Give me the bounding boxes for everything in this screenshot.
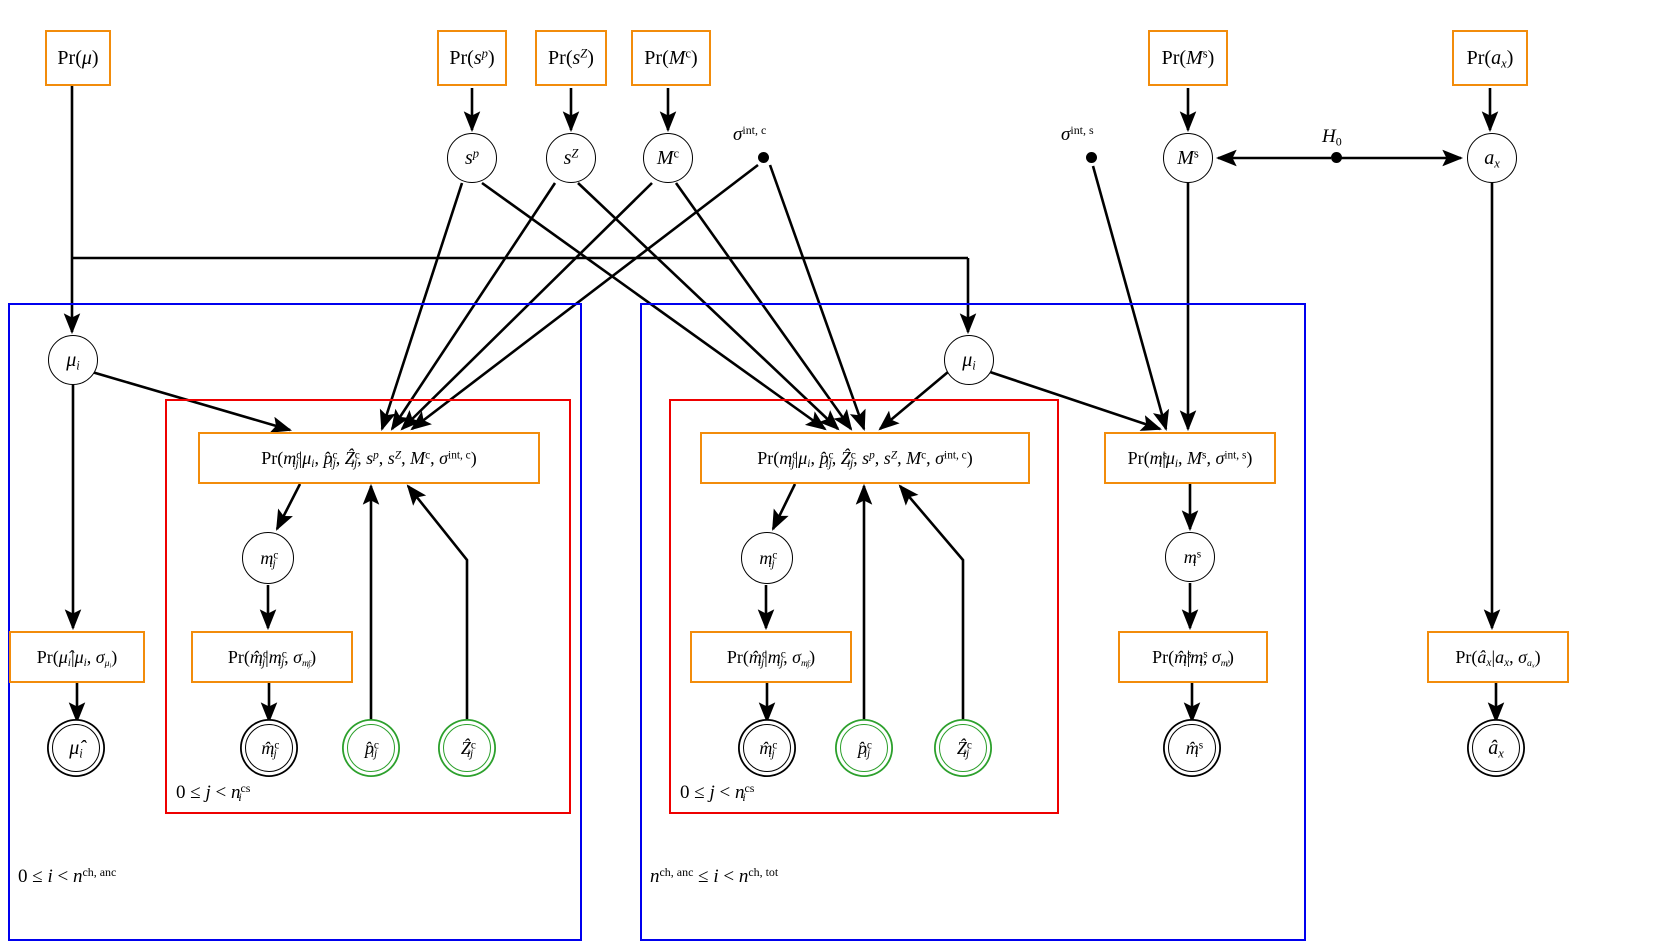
fixed-node-h0 — [1331, 152, 1342, 163]
rv-sp-label: sp — [464, 146, 480, 169]
factor-likelihood-c-right[interactable]: Pr(mcij|μi, p̂cij, Ẑcij, sp, sZ, Mc, σi… — [700, 432, 1030, 484]
factor-m-hat-c-right[interactable]: Pr(m̂cij|mcij, σmcij) — [690, 631, 852, 683]
prior-factor-ax[interactable]: Pr(ax) — [1452, 30, 1528, 86]
factor-m-hat-c-left-label: Pr(m̂cij|mcij, σmcij) — [227, 646, 317, 670]
factor-a-hat-x-label: Pr(âx|ax, σax) — [1455, 646, 1541, 670]
prior-ax-label: Pr(ax) — [1466, 47, 1514, 71]
observed-node-m-hat-c-left[interactable]: m̂cij — [245, 724, 293, 772]
plate-anchor-outer — [8, 303, 582, 941]
edge-right-lik-to-m — [771, 483, 797, 531]
prior-sp-label: Pr(sp) — [449, 46, 495, 69]
edge-left-mu-to-lik — [91, 370, 292, 433]
observed-z-hat-c-right-label: Ẑcij — [956, 738, 972, 761]
rv-node-mu-i-left[interactable]: μi — [48, 335, 98, 385]
edge-sp-to-left-lik — [379, 182, 464, 431]
observed-a-hat-x-label: âx — [1488, 737, 1504, 761]
fixed-node-sigma-int-s-label: σint, s — [1061, 123, 1094, 145]
observed-m-hat-c-right-label: m̂cij — [759, 738, 778, 761]
factor-mu-hat-left[interactable]: Pr(μ̂i|μi, σμi) — [9, 631, 145, 683]
rv-node-ms[interactable]: Ms — [1163, 133, 1213, 183]
edge-sz-to-right-lik — [577, 182, 840, 431]
factor-likelihood-c-right-label: Pr(mcij|μi, p̂cij, Ẑcij, sp, sZ, Mc, σi… — [757, 448, 973, 471]
factor-a-hat-x[interactable]: Pr(âx|ax, σax) — [1427, 631, 1569, 683]
plate-anchor-outer-label: 0 ≤ i < nch, anc — [18, 865, 117, 887]
edge-mc-to-right-lik — [674, 182, 853, 431]
observed-node-a-hat-x[interactable]: âx — [1472, 724, 1520, 772]
edge-sigmaintc-to-right-lik — [768, 164, 866, 431]
observed-node-z-hat-c-left[interactable]: Ẑcij — [443, 724, 491, 772]
factor-mu-hat-left-label: Pr(μ̂i|μi, σμi) — [36, 646, 118, 670]
edge-left-zhat-to-lik — [406, 484, 469, 722]
edge-sigmaintc-to-left-lik — [410, 163, 759, 431]
factor-likelihood-s-right[interactable]: Pr(msi|μi, Ms, σint, s) — [1104, 432, 1276, 484]
observed-node-mu-hat-i-left[interactable]: μ̂i — [52, 724, 100, 772]
rv-node-mu-i-right[interactable]: μi — [944, 335, 994, 385]
plate-total-inner-label: 0 ≤ j < ncsi — [680, 781, 755, 805]
plate-total-inner — [669, 399, 1059, 814]
plate-total-outer-label: nch, anc ≤ i < nch, tot — [650, 865, 779, 887]
factor-m-hat-s-right[interactable]: Pr(m̂si|msi, σmsi) — [1118, 631, 1268, 683]
rv-node-mc[interactable]: Mc — [643, 133, 693, 183]
observed-mu-hat-i-left-label: μ̂i — [69, 737, 83, 761]
rv-node-sp[interactable]: sp — [447, 133, 497, 183]
observed-node-p-hat-c-left[interactable]: p̂cij — [347, 724, 395, 772]
rv-node-ax[interactable]: ax — [1467, 133, 1517, 183]
prior-ms-label: Pr(Ms) — [1161, 46, 1215, 69]
edge-right-zhat-to-lik — [898, 484, 965, 722]
fixed-node-sigma-int-c — [758, 152, 769, 163]
observed-node-p-hat-c-right[interactable]: p̂cij — [840, 724, 888, 772]
rv-m-c-left-label: mcij — [260, 548, 279, 571]
edge-sigmaints-to-lik-s — [1091, 165, 1170, 432]
prior-mu-label: Pr(μ) — [57, 47, 99, 69]
edge-left-lik-to-m — [275, 483, 302, 531]
prior-factor-sp[interactable]: Pr(sp) — [437, 30, 507, 86]
factor-m-hat-c-left[interactable]: Pr(m̂cij|mcij, σmcij) — [191, 631, 353, 683]
factor-likelihood-s-right-label: Pr(msi|μi, Ms, σint, s) — [1127, 448, 1253, 471]
prior-mc-label: Pr(Mc) — [644, 46, 698, 69]
edge-sz-to-left-lik — [390, 182, 557, 431]
edge-sp-to-right-lik — [481, 181, 827, 431]
prior-factor-mu[interactable]: Pr(μ) — [45, 30, 111, 86]
rv-node-m-c-right[interactable]: mcij — [741, 532, 793, 584]
rv-node-m-c-left[interactable]: mcij — [242, 532, 294, 584]
edge-right-mu-to-lik-s — [989, 370, 1162, 431]
factor-likelihood-c-left-label: Pr(mcij|μi, p̂cij, Ẑcij, sp, sZ, Mc, σi… — [261, 448, 477, 471]
rv-node-m-s-right[interactable]: msi — [1165, 532, 1215, 582]
observed-node-m-hat-s-right[interactable]: m̂si — [1168, 724, 1216, 772]
observed-m-hat-s-right-label: m̂si — [1185, 738, 1204, 761]
prior-factor-mc[interactable]: Pr(Mc) — [631, 30, 711, 86]
rv-ms-label: Ms — [1177, 146, 1199, 169]
rv-sz-label: sZ — [563, 146, 579, 169]
observed-p-hat-c-right-label: p̂cij — [857, 738, 872, 761]
fixed-node-h0-label: H0 — [1322, 126, 1342, 149]
plate-total-outer — [640, 303, 1306, 941]
observed-node-z-hat-c-right[interactable]: Ẑcij — [939, 724, 987, 772]
observed-node-m-hat-c-right[interactable]: m̂cij — [743, 724, 791, 772]
factor-m-hat-c-right-label: Pr(m̂cij|mcij, σmcij) — [726, 646, 816, 670]
fixed-node-sigma-int-s — [1086, 152, 1097, 163]
plate-anchor-inner — [165, 399, 571, 814]
plate-anchor-inner-label: 0 ≤ j < ncsi — [176, 781, 251, 805]
rv-ax-label: ax — [1484, 147, 1500, 171]
rv-mc-label: Mc — [656, 146, 680, 169]
observed-z-hat-c-left-label: Ẑcij — [460, 738, 476, 761]
prior-factor-sz[interactable]: Pr(sZ) — [535, 30, 607, 86]
rv-node-sz[interactable]: sZ — [546, 133, 596, 183]
rv-m-s-right-label: msi — [1183, 547, 1202, 570]
prior-factor-ms[interactable]: Pr(Ms) — [1148, 30, 1228, 86]
rv-m-c-right-label: mcij — [759, 548, 778, 571]
factor-likelihood-c-left[interactable]: Pr(mcij|μi, p̂cij, Ẑcij, sp, sZ, Mc, σi… — [198, 432, 540, 484]
observed-p-hat-c-left-label: p̂cij — [364, 738, 379, 761]
factor-m-hat-s-right-label: Pr(m̂si|msi, σmsi) — [1152, 646, 1234, 670]
rv-mu-i-left-label: μi — [66, 349, 80, 373]
fixed-node-sigma-int-c-label: σint, c — [733, 123, 767, 145]
observed-m-hat-c-left-label: m̂cij — [261, 738, 280, 761]
edge-mc-to-left-lik — [400, 182, 653, 431]
prior-sz-label: Pr(sZ) — [548, 46, 594, 69]
rv-mu-i-right-label: μi — [962, 349, 976, 373]
